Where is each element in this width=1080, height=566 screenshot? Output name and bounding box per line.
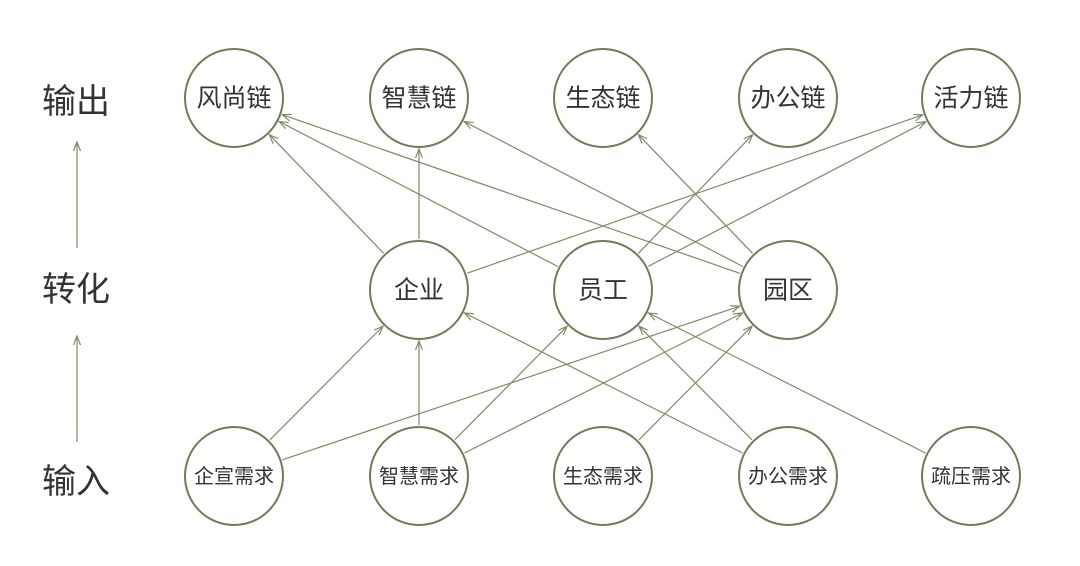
node-smart: 智慧链: [369, 48, 469, 148]
edge-relief-to-staff: [649, 313, 926, 454]
node-circle: [738, 48, 838, 148]
edge-park-to-eco: [638, 135, 754, 254]
node-circle: [184, 426, 284, 526]
row-label-input: 输入: [42, 462, 110, 502]
row-label-transform: 转化: [42, 270, 110, 310]
node-promo: 企宣需求: [184, 426, 284, 526]
node-eco: 生态链: [553, 48, 653, 148]
edge-park-to-smart: [464, 122, 744, 268]
node-label: 生态需求: [563, 464, 643, 488]
node-staff: 员工: [553, 240, 653, 340]
node-label: 企宣需求: [194, 464, 274, 488]
node-park: 园区: [738, 240, 838, 340]
edge-park-to-fashion: [282, 115, 740, 274]
node-circle: [553, 426, 653, 526]
node-fashion: 风尚链: [184, 48, 284, 148]
edge-smartneed-to-staff: [454, 326, 567, 441]
node-office: 办公链: [738, 48, 838, 148]
edge-staff-to-vitality: [647, 122, 926, 267]
edges-layer: [269, 115, 926, 461]
node-econeed: 生态需求: [553, 426, 653, 526]
node-circle: [738, 240, 838, 340]
node-label: 风尚链: [196, 84, 271, 113]
node-circle: [184, 48, 284, 148]
node-label: 活力链: [933, 84, 1008, 113]
edge-staff-to-fashion: [279, 122, 559, 268]
edge-officeneed-to-enterprise: [465, 313, 743, 454]
node-label: 生态链: [565, 84, 640, 113]
node-smartneed: 智慧需求: [369, 426, 469, 526]
node-relief: 疏压需求: [921, 426, 1021, 526]
node-circle: [921, 48, 1021, 148]
edge-officeneed-to-staff: [639, 326, 753, 441]
edge-enterprise-to-fashion: [269, 135, 385, 254]
node-label: 智慧需求: [379, 464, 459, 488]
node-circle: [369, 426, 469, 526]
node-circle: [738, 426, 838, 526]
node-circle: [369, 48, 469, 148]
edge-promo-to-enterprise: [269, 326, 383, 441]
node-label: 办公需求: [748, 464, 828, 488]
node-label: 智慧链: [381, 84, 456, 113]
node-label: 园区: [763, 276, 813, 305]
node-circle: [553, 48, 653, 148]
node-circle: [921, 426, 1021, 526]
node-enterprise: 企业: [369, 240, 469, 340]
node-label: 员工: [578, 276, 628, 305]
node-label: 企业: [394, 276, 444, 305]
node-label: 办公链: [750, 84, 825, 113]
row-label-output: 输出: [42, 82, 110, 122]
node-vitality: 活力链: [921, 48, 1021, 148]
node-circle: [369, 240, 469, 340]
node-label: 疏压需求: [931, 464, 1011, 488]
node-officeneed: 办公需求: [738, 426, 838, 526]
node-circle: [553, 240, 653, 340]
